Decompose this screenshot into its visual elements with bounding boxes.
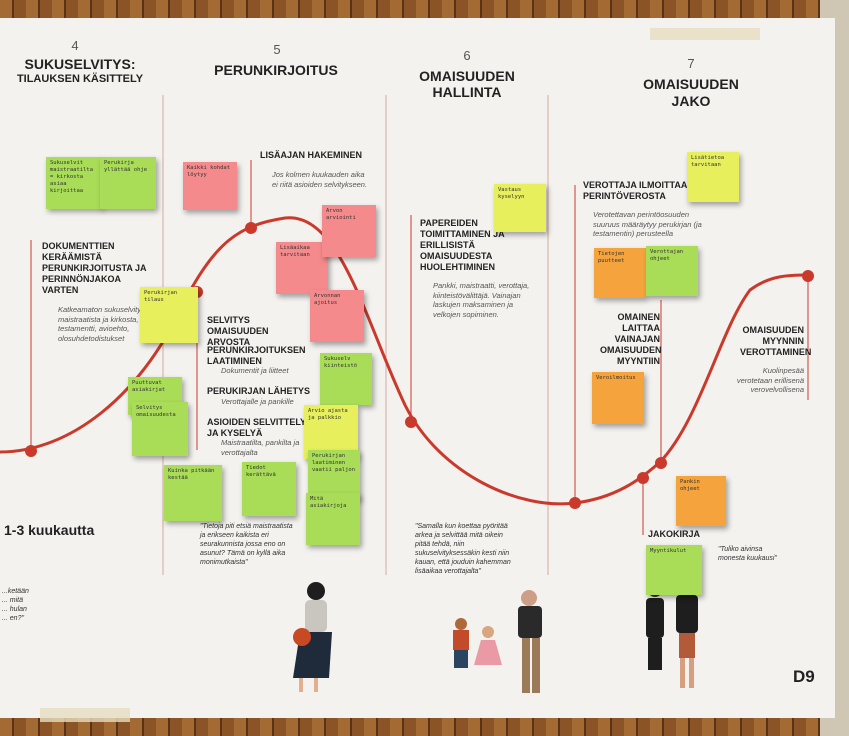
phase5-number: 5 xyxy=(273,42,281,57)
phase6-subtitle: HALLINTA xyxy=(432,84,502,100)
sticky-note: Kuinka pitkään kestää xyxy=(164,465,222,521)
left-edge-quote: ...ketään ... mitä ... hulan ... en?" xyxy=(2,588,29,622)
poster-board xyxy=(0,18,835,718)
logo: D9 xyxy=(793,667,815,686)
sticky-note: Selvitys omaisuudesta xyxy=(132,402,188,456)
sticky-note: Pankin ohjeet xyxy=(676,476,726,526)
phase4-item-heading: DOKUMENTTIEN KERÄÄMISTÄ PERUNKIRJOITUSTA… xyxy=(42,241,147,295)
phase5-item5-sub: Maistraatilta, pankilta ja verottajalta xyxy=(221,438,300,457)
phase6-item-sub: Pankki, maistraatti, verottaja, kiinteis… xyxy=(433,281,530,319)
sticky-note: Veroilmoitus xyxy=(592,372,644,424)
phase7-title: OMAISUUDEN xyxy=(643,76,739,92)
phase7-item1-sub: Verotettavan perintöosuuden suuruus määr… xyxy=(593,210,702,238)
phase7-item3-sub: Kuolinpesää verotetaan erillisenä verove… xyxy=(736,366,804,394)
phase4-number: 4 xyxy=(71,38,79,53)
phase5-title: PERUNKIRJOITUS xyxy=(214,62,338,78)
phase6-title: OMAISUUDEN xyxy=(419,68,515,84)
timeline-dot xyxy=(25,445,37,457)
phase7-subtitle: JAKO xyxy=(671,93,711,109)
timeline-dot xyxy=(245,222,257,234)
sticky-note: Verottajan ohjeet xyxy=(646,246,698,296)
phase5-item5-heading: ASIOIDEN SELVITTELY JA KYSELYÄ xyxy=(207,417,306,438)
phase7-item1-heading: VEROTTAJA ILMOITTAA PERINTÖVEROSTA xyxy=(583,180,687,201)
illustration-family xyxy=(453,590,542,693)
phase7-number: 7 xyxy=(687,56,695,71)
sticky-note: Lisätietoa tarvitaan xyxy=(687,152,739,202)
timeline-dot xyxy=(637,472,649,484)
phase6-item-heading: PAPEREIDEN TOIMITTAMINEN JA ERILLISISTÄ … xyxy=(420,218,505,272)
sticky-note: Arvon arviointi xyxy=(322,205,376,257)
sticky-note: Sukuselvit maistraatilta = kirkosta asia… xyxy=(46,157,102,209)
sticky-note: Mitä asiakirjoja xyxy=(306,493,360,545)
phase6-number: 6 xyxy=(463,48,471,63)
phase5-quote: "Tietoja piti etsiä maistraatista ja eri… xyxy=(200,523,293,566)
phase5-item3-heading: PERUNKIRJOITUKSEN LAATIMINEN xyxy=(207,345,306,366)
timeline-dot xyxy=(802,270,814,282)
phase5-item1-heading: LISÄAJAN HAKEMINEN xyxy=(260,150,363,160)
timeline-dot xyxy=(569,497,581,509)
phase7-item4-heading: JAKOKIRJA xyxy=(648,529,701,539)
phase5-item2-heading: SELVITYS OMAISUUDEN ARVOSTA xyxy=(207,315,269,347)
sticky-note: Kaikki kohdat löytyy xyxy=(183,162,237,210)
illustration-woman xyxy=(293,582,332,692)
phase4-subtitle: TILAUKSEN KÄSITTELY xyxy=(16,73,144,85)
masking-tape-top xyxy=(650,28,760,40)
phase4-duration: 1-3 kuukautta xyxy=(4,522,95,538)
masking-tape-bottom xyxy=(40,708,130,722)
sticky-note: Lisäaikaa tarvitaan xyxy=(276,242,328,294)
phase7-item3-heading: OMAISUUDEN MYYNNIN VEROTTAMINEN xyxy=(740,325,812,357)
phase6-quote: "Samalla kun koettaa pyöritää arkea ja s… xyxy=(415,523,511,575)
sticky-note: Vastaus kyselyyn xyxy=(494,184,546,232)
sticky-note: Tietojen puutteet xyxy=(594,248,646,298)
sticky-note: Sukuselv kiinteistö xyxy=(320,353,372,405)
phase7-quote: "Tuliko aivinsa monesta kuukausi" xyxy=(718,546,777,562)
phase5-item4-sub: Verottajalle ja pankille xyxy=(221,397,294,406)
sticky-note: Perukirjan laatiminen vaatii paljon xyxy=(308,450,360,500)
phase4-item-sub: Katkeamaton sukuselvitys maistraatista j… xyxy=(58,305,145,343)
phase5-item3-sub: Dokumentit ja liitteet xyxy=(221,366,289,375)
phase4-title: SUKUSELVITYS: xyxy=(24,56,136,72)
phase7-item2-heading: OMAINEN LAITTAA VAINAJAN OMAISUUDEN MYYN… xyxy=(600,312,662,366)
sticky-note: Perukirja yllättää ohje xyxy=(100,157,156,209)
phase5-item4-heading: PERUKIRJAN LÄHETYS xyxy=(207,386,311,396)
sticky-note: Tiedot kerättävä xyxy=(242,462,296,516)
phase5-item1-sub: Jos kolmen kuukauden aika ei riitä asioi… xyxy=(272,170,368,189)
sticky-note: Arvonnan ajoitus xyxy=(310,290,364,342)
timeline-dot xyxy=(655,457,667,469)
sticky-note: Myyntikulut xyxy=(646,545,702,595)
timeline-dot xyxy=(405,416,417,428)
sticky-note: Perukirjan tilaus xyxy=(140,287,198,343)
